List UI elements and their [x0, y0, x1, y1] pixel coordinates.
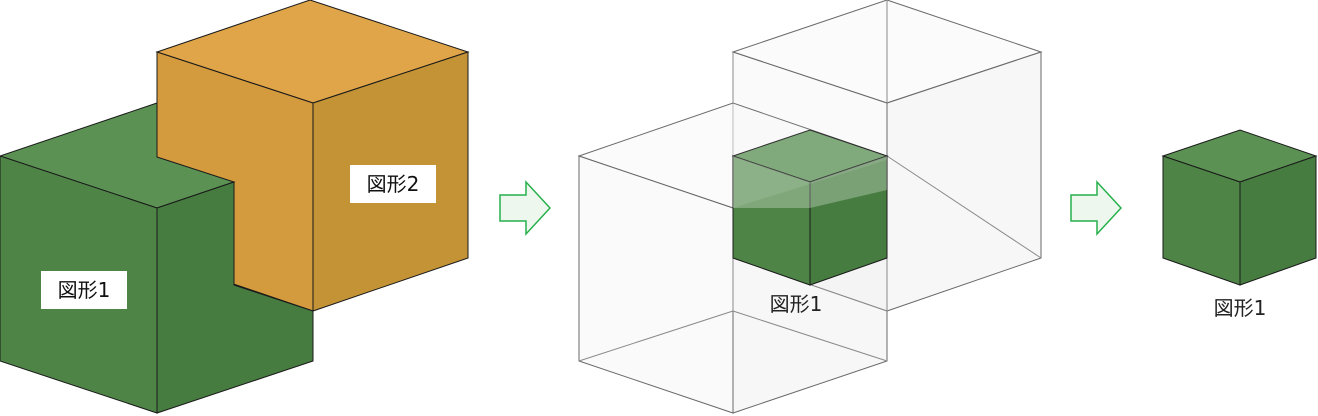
arrow-right-icon: [499, 180, 552, 236]
label-shape1-text: 図形1: [58, 278, 111, 302]
intersection-cube: [731, 103, 889, 286]
green-cube-right-face: [156, 181, 314, 414]
label-result-right-text: 図形1: [1214, 296, 1267, 320]
intersection-right-face: [809, 155, 888, 286]
label-shape2: 図形2: [350, 165, 436, 203]
result-cube: [1161, 129, 1318, 286]
result-cube-right-face: [1239, 155, 1317, 286]
label-shape2-text: 図形2: [367, 172, 420, 196]
arrow-right-icon-2: [1070, 180, 1123, 236]
label-result-middle: 図形1: [770, 292, 823, 316]
label-result-middle-text: 図形1: [770, 292, 823, 316]
label-shape1: 図形1: [41, 271, 127, 309]
